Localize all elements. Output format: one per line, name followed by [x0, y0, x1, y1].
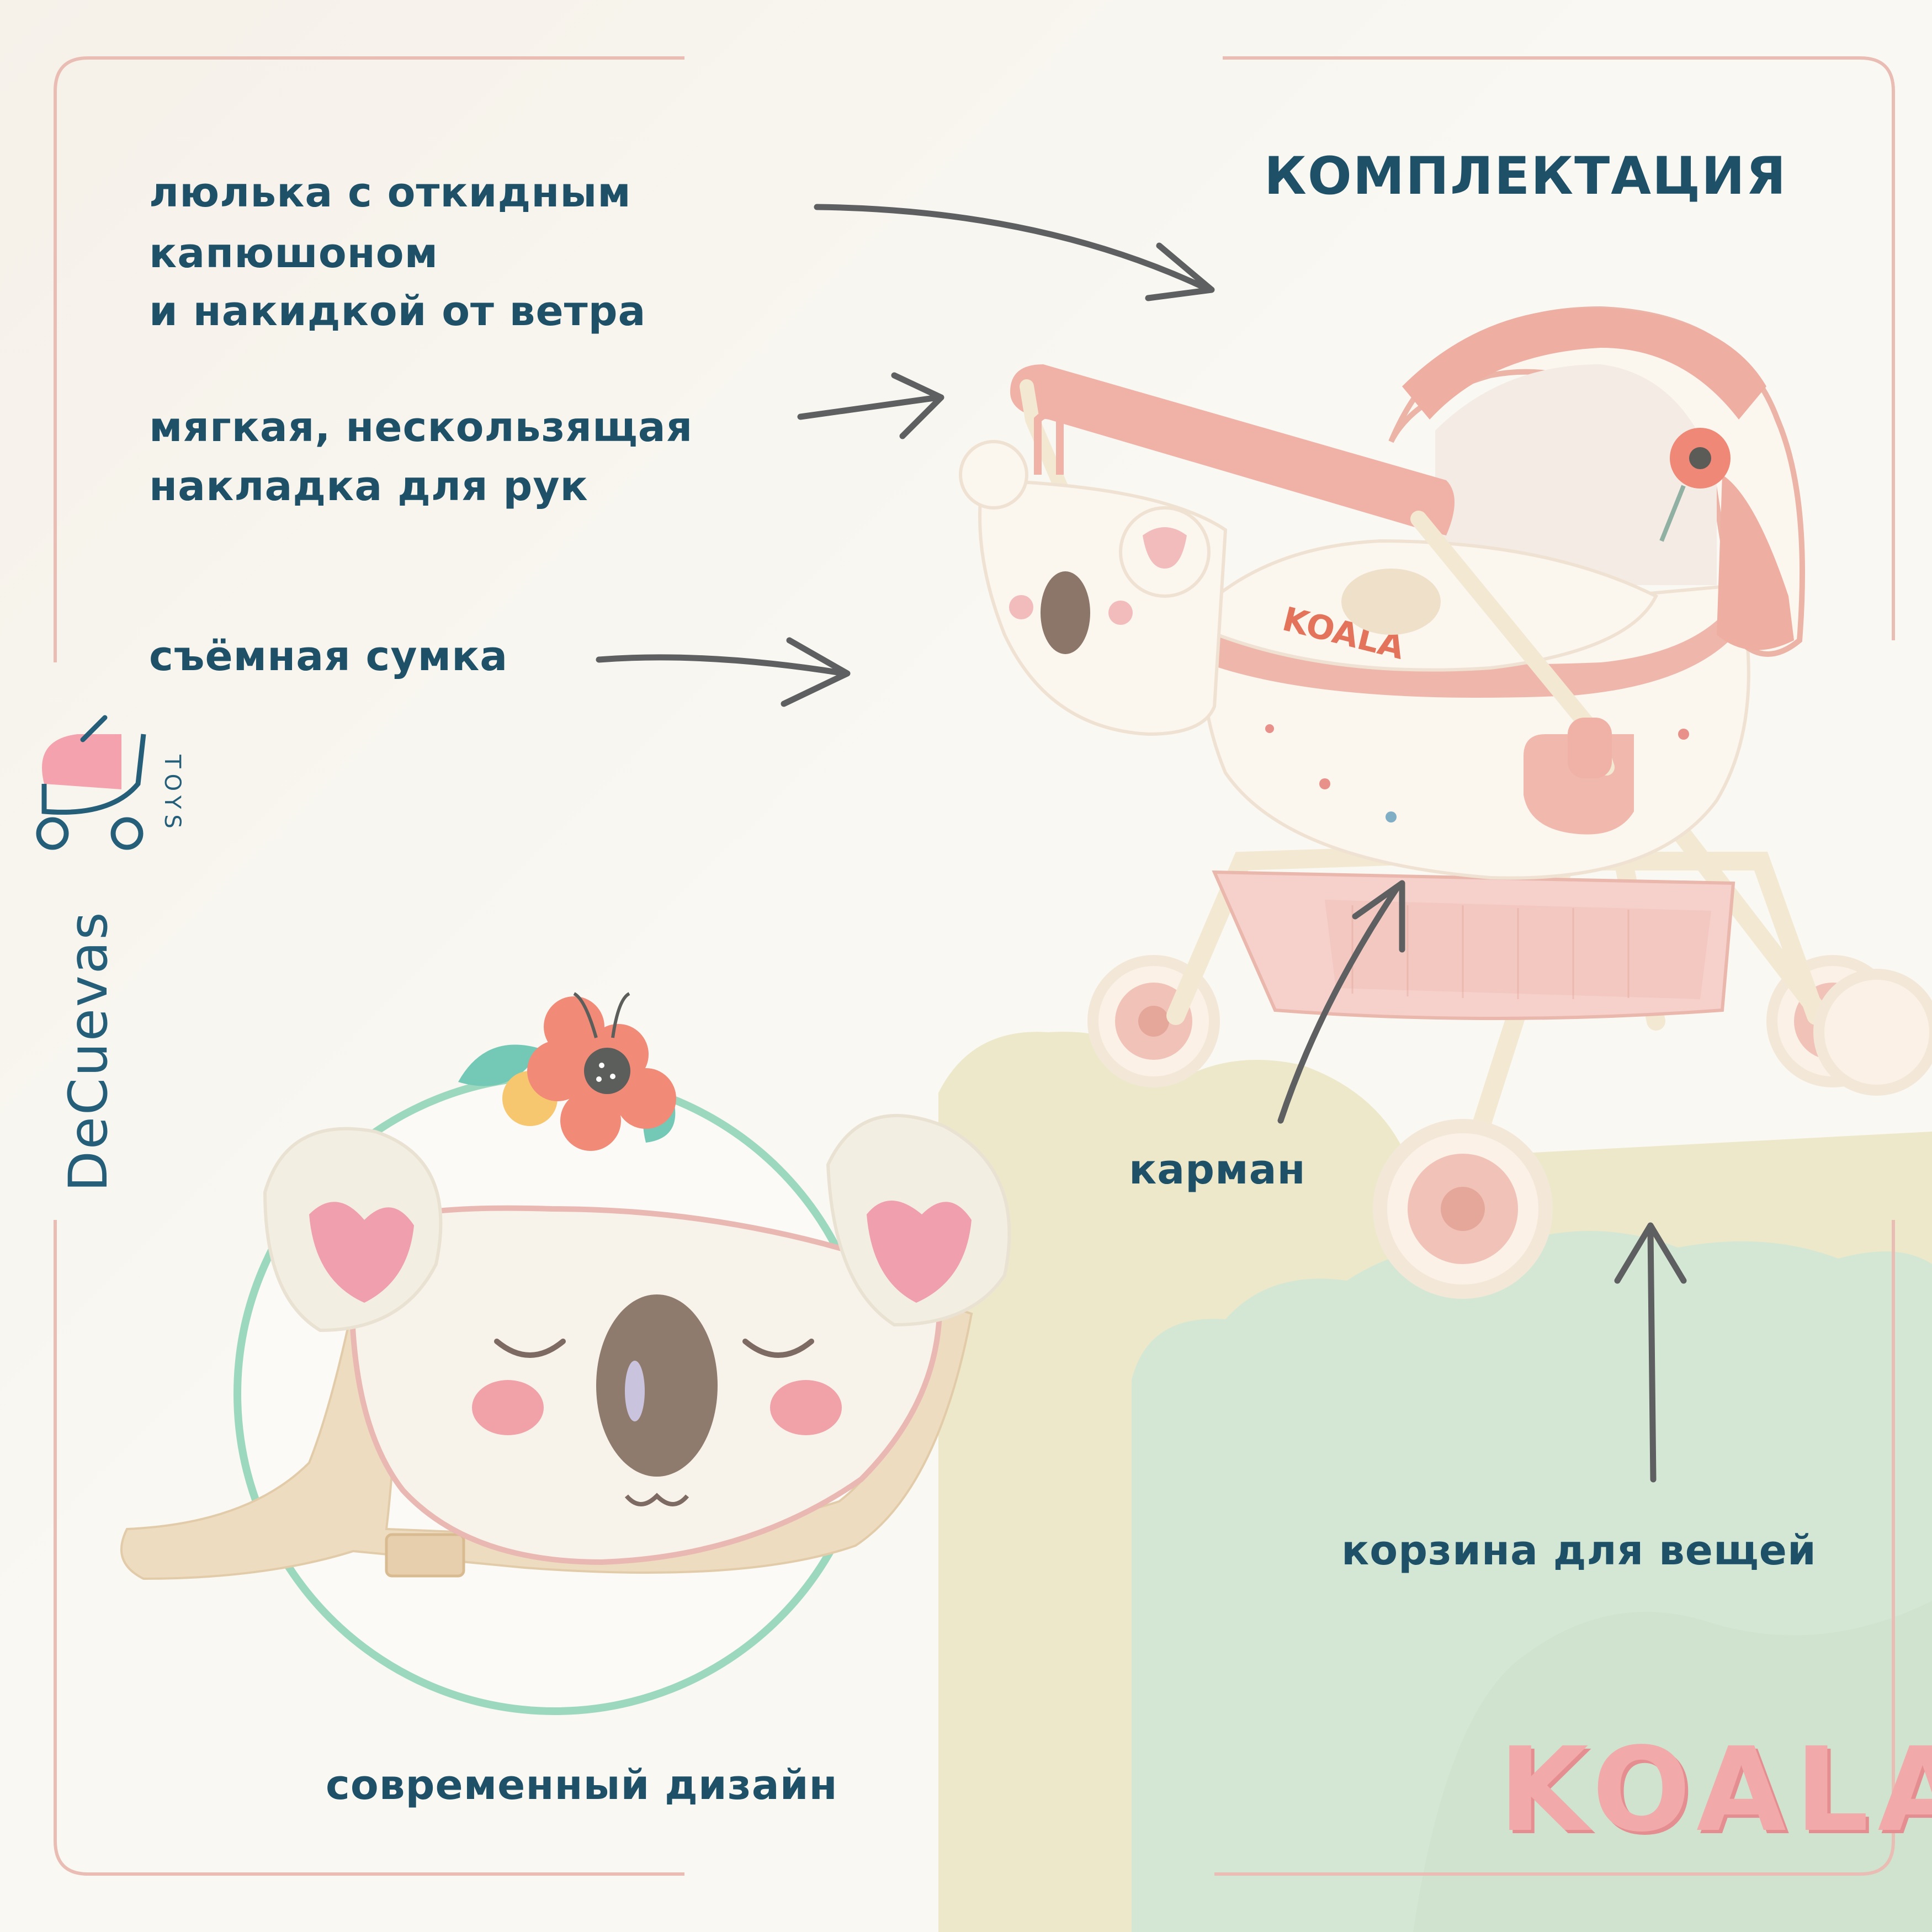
hood	[1388, 306, 1805, 657]
feature-handle-line2: накладка для рук	[149, 463, 588, 510]
wheel-front-right	[1813, 969, 1932, 1096]
frame-top-right	[1223, 56, 1895, 640]
brand-logo-text: DeCuevas	[57, 910, 119, 1192]
ear-right	[826, 1114, 1011, 1327]
feature-handle-line1: мягкая, нескользящая	[149, 404, 693, 451]
feature-basket: корзина для вещей	[1341, 1527, 1817, 1574]
stroller-logo-icon	[36, 715, 146, 850]
cheek-right	[770, 1380, 842, 1435]
arrow-icon	[1614, 1222, 1687, 1483]
feature-hood-line3: и накидкой от ветра	[149, 288, 646, 335]
page-title: КОМПЛЕКТАЦИЯ	[1264, 146, 1787, 206]
buckle	[385, 1533, 465, 1578]
eye-left	[494, 1339, 566, 1358]
hanging-bag	[959, 410, 1228, 736]
mouth	[624, 1493, 689, 1506]
collection-title: KOALA	[1499, 1722, 1932, 1857]
frame-top-left	[54, 56, 684, 662]
wheel-front-left	[1373, 1119, 1553, 1299]
nose	[596, 1294, 718, 1477]
eye-right	[742, 1339, 814, 1358]
frame-bottom-right	[1214, 1220, 1895, 1876]
flower-icon	[1659, 428, 1731, 542]
cover: KOALA	[1202, 539, 1659, 672]
arrow-icon	[797, 372, 944, 439]
arrow-icon	[1277, 880, 1405, 1124]
ear-left	[263, 1127, 443, 1333]
feature-pocket: карман	[1129, 1146, 1306, 1193]
flower-icon	[458, 992, 676, 1151]
feature-design: современный дизайн	[326, 1761, 838, 1809]
feature-hood-line2: капюшоном	[149, 230, 439, 277]
brand-logo-subtext: TOYS	[159, 755, 185, 834]
cheek-left	[472, 1380, 544, 1435]
feature-hood-line1: люлька с откидным	[149, 169, 631, 216]
feature-bag: съёмная сумка	[149, 633, 508, 680]
frame-bottom-left	[54, 1220, 684, 1876]
green-hill-front	[1413, 1601, 1932, 1932]
arrow-icon	[814, 204, 1215, 301]
arrow-icon	[596, 637, 851, 707]
